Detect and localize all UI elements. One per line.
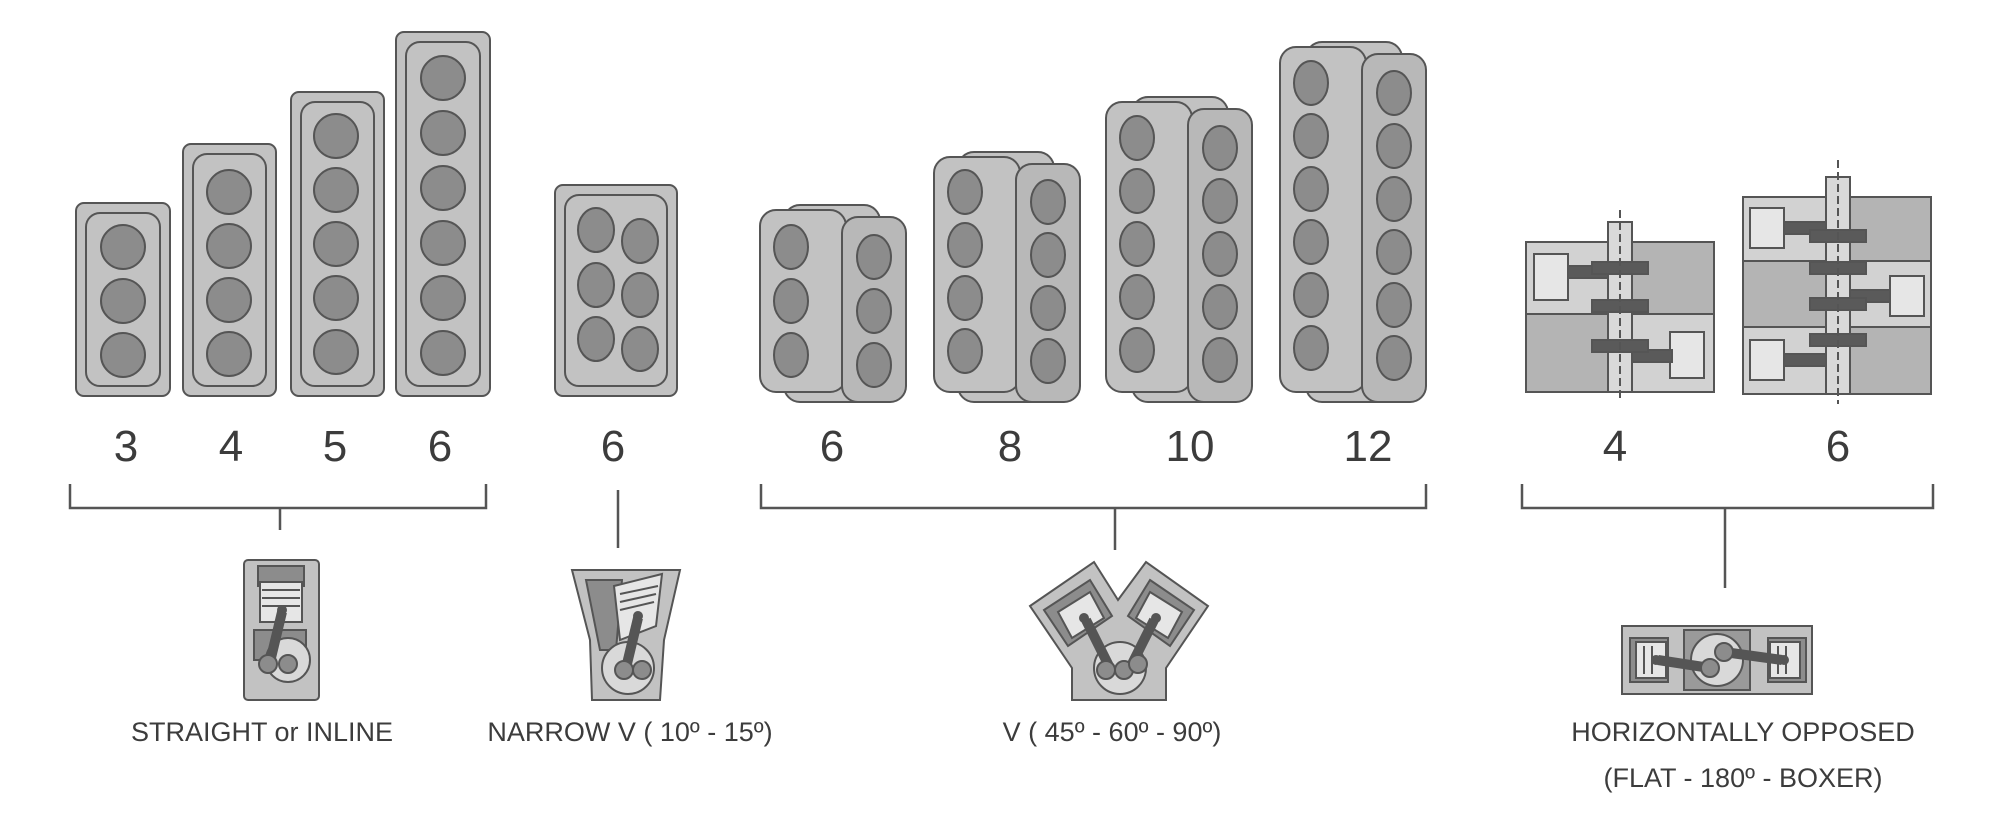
flat-caption-line2: (FLAT - 180º - BOXER) bbox=[1604, 763, 1883, 793]
narrow-v-6-block bbox=[554, 184, 678, 397]
flat-caption-line1: HORIZONTALLY OPPOSED bbox=[1571, 717, 1915, 747]
flat-bracket bbox=[1520, 484, 1935, 588]
flat-6-block bbox=[1742, 160, 1932, 404]
v-count-10: 10 bbox=[1166, 422, 1215, 471]
v-8-block bbox=[933, 151, 1081, 403]
v-caption: V ( 45º - 60º - 90º) bbox=[1003, 717, 1222, 747]
cylinder-count-labels: 3 4 5 6 6 6 8 10 12 4 6 bbox=[114, 422, 1850, 471]
flat-count-6: 6 bbox=[1826, 422, 1850, 471]
narrow-v-count-6: 6 bbox=[601, 422, 625, 471]
inline-cross-section-icon bbox=[243, 559, 320, 701]
v-10-block bbox=[1105, 96, 1253, 403]
v-count-6: 6 bbox=[820, 422, 844, 471]
flat-count-4: 4 bbox=[1603, 422, 1627, 471]
inline-bracket bbox=[68, 484, 488, 530]
flat-4-block bbox=[1525, 210, 1715, 400]
v-cross-section-icon bbox=[1028, 560, 1210, 701]
inline-6-block bbox=[395, 31, 491, 397]
group-brackets bbox=[68, 484, 1935, 588]
inline-3-block bbox=[75, 202, 171, 397]
inline-count-6: 6 bbox=[428, 422, 452, 471]
flat-cross-section-icon bbox=[1621, 625, 1813, 695]
v-12-block bbox=[1279, 41, 1427, 403]
inline-count-3: 3 bbox=[114, 422, 138, 471]
inline-count-4: 4 bbox=[219, 422, 243, 471]
v-count-12: 12 bbox=[1344, 422, 1393, 471]
inline-count-5: 5 bbox=[323, 422, 347, 471]
v-count-8: 8 bbox=[998, 422, 1022, 471]
v-6-block bbox=[759, 204, 907, 403]
inline-caption: STRAIGHT or INLINE bbox=[131, 717, 393, 747]
narrow-v-caption: NARROW V ( 10º - 15º) bbox=[487, 717, 772, 747]
layout-captions: STRAIGHT or INLINE NARROW V ( 10º - 15º)… bbox=[131, 717, 1915, 793]
inline-5-block bbox=[290, 91, 385, 397]
inline-engine-blocks bbox=[75, 31, 491, 397]
v-engine-blocks bbox=[759, 41, 1427, 403]
v-bracket bbox=[759, 484, 1428, 550]
inline-4-block bbox=[182, 143, 277, 397]
narrow-v-cross-section-icon bbox=[570, 569, 682, 701]
flat-engine-blocks bbox=[1525, 160, 1932, 404]
